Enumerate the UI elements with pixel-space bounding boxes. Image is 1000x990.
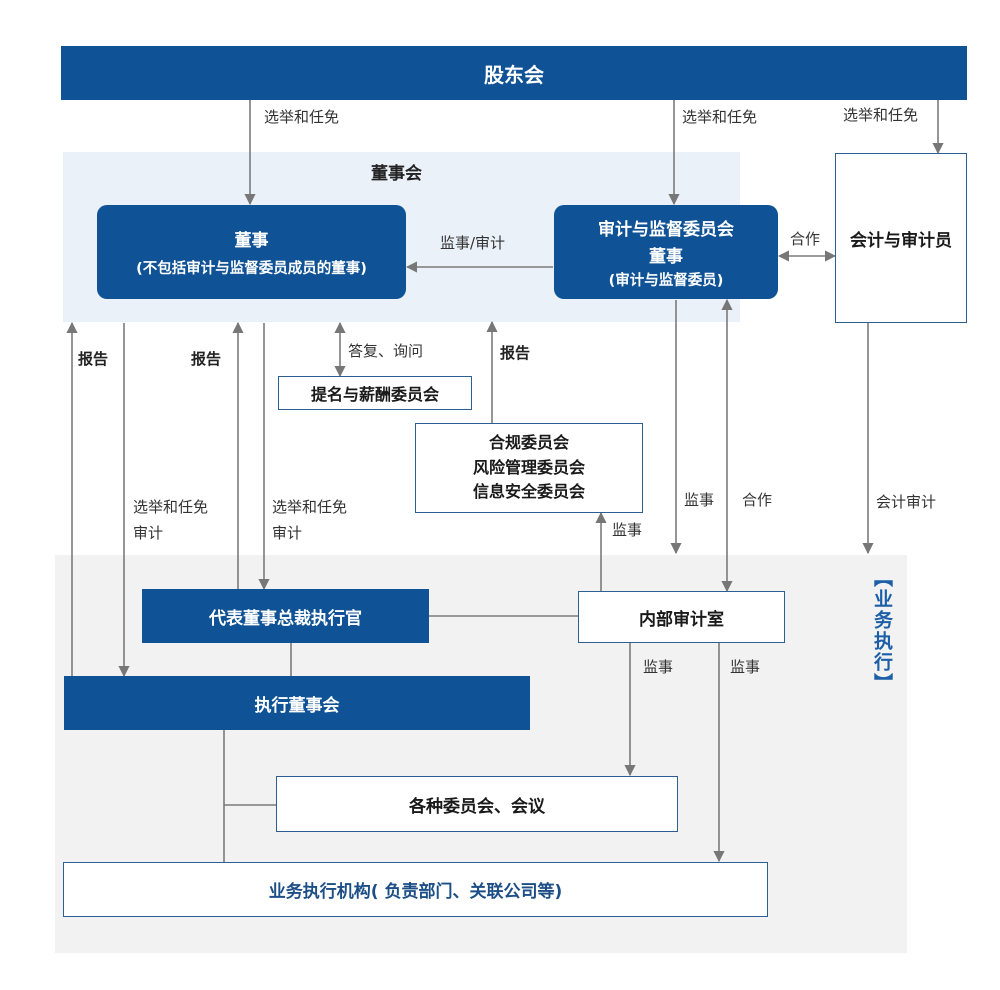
business-execution-organizations-box: 业务执行机构( 负责部门、关联公司等) bbox=[63, 862, 768, 917]
business-orgs-label: 业务执行机构( 负责部门、关联公司等) bbox=[268, 882, 563, 902]
shareholders-meeting: 股东会 bbox=[61, 46, 967, 100]
internal-audit-office-box: 内部审计室 bbox=[578, 591, 785, 643]
nomination-compensation-committee-box: 提名与薪酬委员会 bbox=[278, 376, 472, 410]
label-elect-dismiss-left: 选举和任免 bbox=[264, 108, 340, 126]
label-supervise-4: 监事 bbox=[730, 658, 761, 676]
label-elect-dismiss-mid: 选举和任免 bbox=[682, 108, 758, 126]
nomination-committee-label: 提名与薪酬委员会 bbox=[310, 385, 439, 404]
compliance-committee-label: 合规委员会 bbox=[488, 432, 569, 452]
directors-title: 董事 bbox=[234, 231, 269, 251]
audit-committee-line1: 审计与监督委员会 bbox=[598, 219, 734, 240]
accounting-auditor-box: 会计与审计员 bbox=[835, 153, 967, 323]
label-cooperate-mid: 合作 bbox=[742, 491, 773, 509]
committees-meetings-box: 各种委员会、会议 bbox=[276, 776, 678, 832]
label-supervise-3: 监事 bbox=[643, 658, 674, 676]
audit-supervisory-committee-box: 审计与监督委员会 董事 (审计与监督委员) bbox=[554, 205, 778, 299]
label-cooperate-top: 合作 bbox=[790, 230, 821, 248]
label-supervise-audit: 监事/审计 bbox=[440, 234, 506, 252]
shareholders-label: 股东会 bbox=[484, 62, 544, 87]
executive-board-label: 执行董事会 bbox=[254, 695, 340, 716]
label-elect-audit-1a: 选举和任免 bbox=[133, 498, 209, 516]
compliance-committees-box: 合规委员会 风险管理委员会 信息安全委员会 bbox=[415, 423, 643, 513]
label-answer-inquiry: 答复、询问 bbox=[348, 342, 424, 360]
representative-ceo-label: 代表董事总裁执行官 bbox=[209, 608, 362, 629]
executive-board-box: 执行董事会 bbox=[64, 676, 530, 730]
label-elect-audit-2a: 选举和任免 bbox=[272, 498, 348, 516]
label-elect-dismiss-right: 选举和任免 bbox=[843, 106, 919, 124]
label-supervise-2: 监事 bbox=[612, 521, 643, 539]
label-report-3: 报告 bbox=[500, 344, 531, 362]
business-execution-tag: 【业务执行】 bbox=[871, 568, 893, 694]
risk-management-committee-label: 风险管理委员会 bbox=[472, 457, 585, 477]
audit-committee-line3: (审计与监督委员) bbox=[608, 272, 724, 289]
directors-box: 董事 (不包括审计与监督委员成员的董事) bbox=[97, 205, 406, 299]
label-report-2: 报告 bbox=[191, 350, 222, 368]
committees-meetings-label: 各种委员会、会议 bbox=[409, 796, 545, 817]
label-elect-audit-1b: 审计 bbox=[133, 524, 164, 542]
directors-subtitle: (不包括审计与监督委员成员的董事) bbox=[136, 261, 367, 277]
board-region-title: 董事会 bbox=[371, 164, 422, 184]
label-report-1: 报告 bbox=[78, 350, 109, 368]
information-security-committee-label: 信息安全委员会 bbox=[472, 482, 585, 502]
label-elect-audit-2b: 审计 bbox=[272, 524, 303, 542]
audit-committee-line2: 董事 bbox=[649, 246, 683, 267]
accounting-auditor-label: 会计与审计员 bbox=[850, 230, 952, 251]
label-accounting-audit: 会计审计 bbox=[876, 493, 937, 511]
label-supervise-1: 监事 bbox=[684, 491, 715, 509]
representative-director-ceo-box: 代表董事总裁执行官 bbox=[142, 589, 429, 643]
internal-audit-label: 内部审计室 bbox=[639, 609, 724, 630]
